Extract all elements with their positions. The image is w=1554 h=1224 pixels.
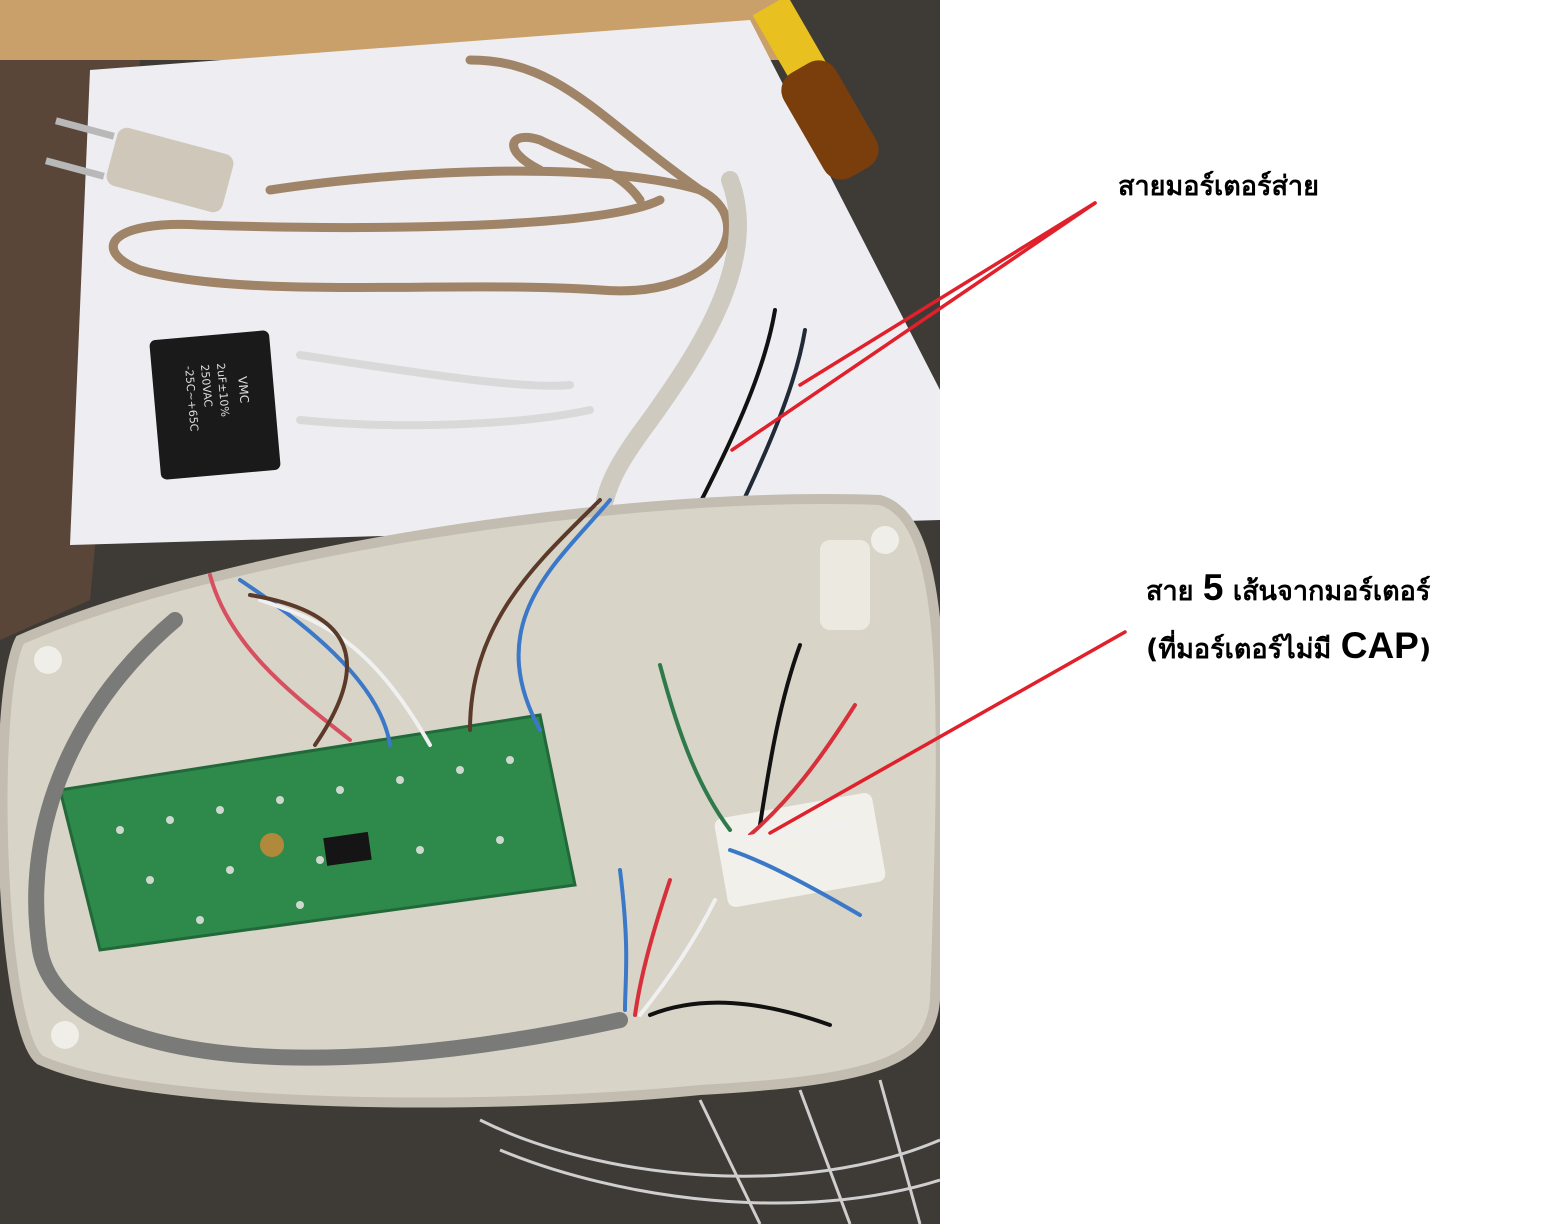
- screw-post: [34, 646, 62, 674]
- five-wires-count: 5: [1202, 567, 1224, 608]
- pcb-chip: [323, 831, 372, 866]
- five-wires-label-pre: สาย: [1146, 576, 1203, 607]
- five-wires-label: สาย 5 เส้นจากมอร์เตอร์: [1146, 566, 1430, 610]
- fan-grille: [479, 1079, 940, 1224]
- motor-grey-cable: [28, 612, 628, 1066]
- fan-wiring-photo: VMC 2uF±10% 250VAC -25C~+65C: [0, 0, 940, 1224]
- housing-pillar: [820, 540, 870, 630]
- oscillation-motor-wire-label: สายมอร์เตอร์ส่าย: [1118, 171, 1319, 202]
- capacitor-brand: VMC: [235, 376, 251, 404]
- plug: [44, 117, 234, 213]
- no-cap-label: (ที่มอร์เตอร์ไม่มี CAP): [1146, 624, 1431, 668]
- screw-post: [51, 1021, 79, 1049]
- capacitor-rating: 2uF±10%: [214, 363, 232, 418]
- no-cap-label-cap: CAP: [1340, 625, 1419, 666]
- five-wires-label-post: เส้นจากมอร์เตอร์: [1223, 576, 1431, 607]
- pcb-solder-pads: [116, 756, 514, 924]
- no-cap-label-post: ): [1418, 634, 1432, 665]
- pcb-wires: [208, 498, 612, 747]
- pcb-screw: [260, 833, 284, 857]
- no-cap-label-pre: (ที่มอร์เตอร์ไม่มี: [1146, 634, 1341, 665]
- capacitor-voltage: 250VAC: [198, 364, 215, 408]
- pcb-board: [58, 713, 577, 952]
- capacitor-leads: [296, 351, 594, 430]
- capacitor-temp: -25C~+65C: [182, 365, 201, 432]
- power-cord: [108, 55, 732, 296]
- capacitor: VMC 2uF±10% 250VAC -25C~+65C: [149, 330, 281, 480]
- screw-post: [871, 526, 899, 554]
- screwdriver: [752, 0, 879, 180]
